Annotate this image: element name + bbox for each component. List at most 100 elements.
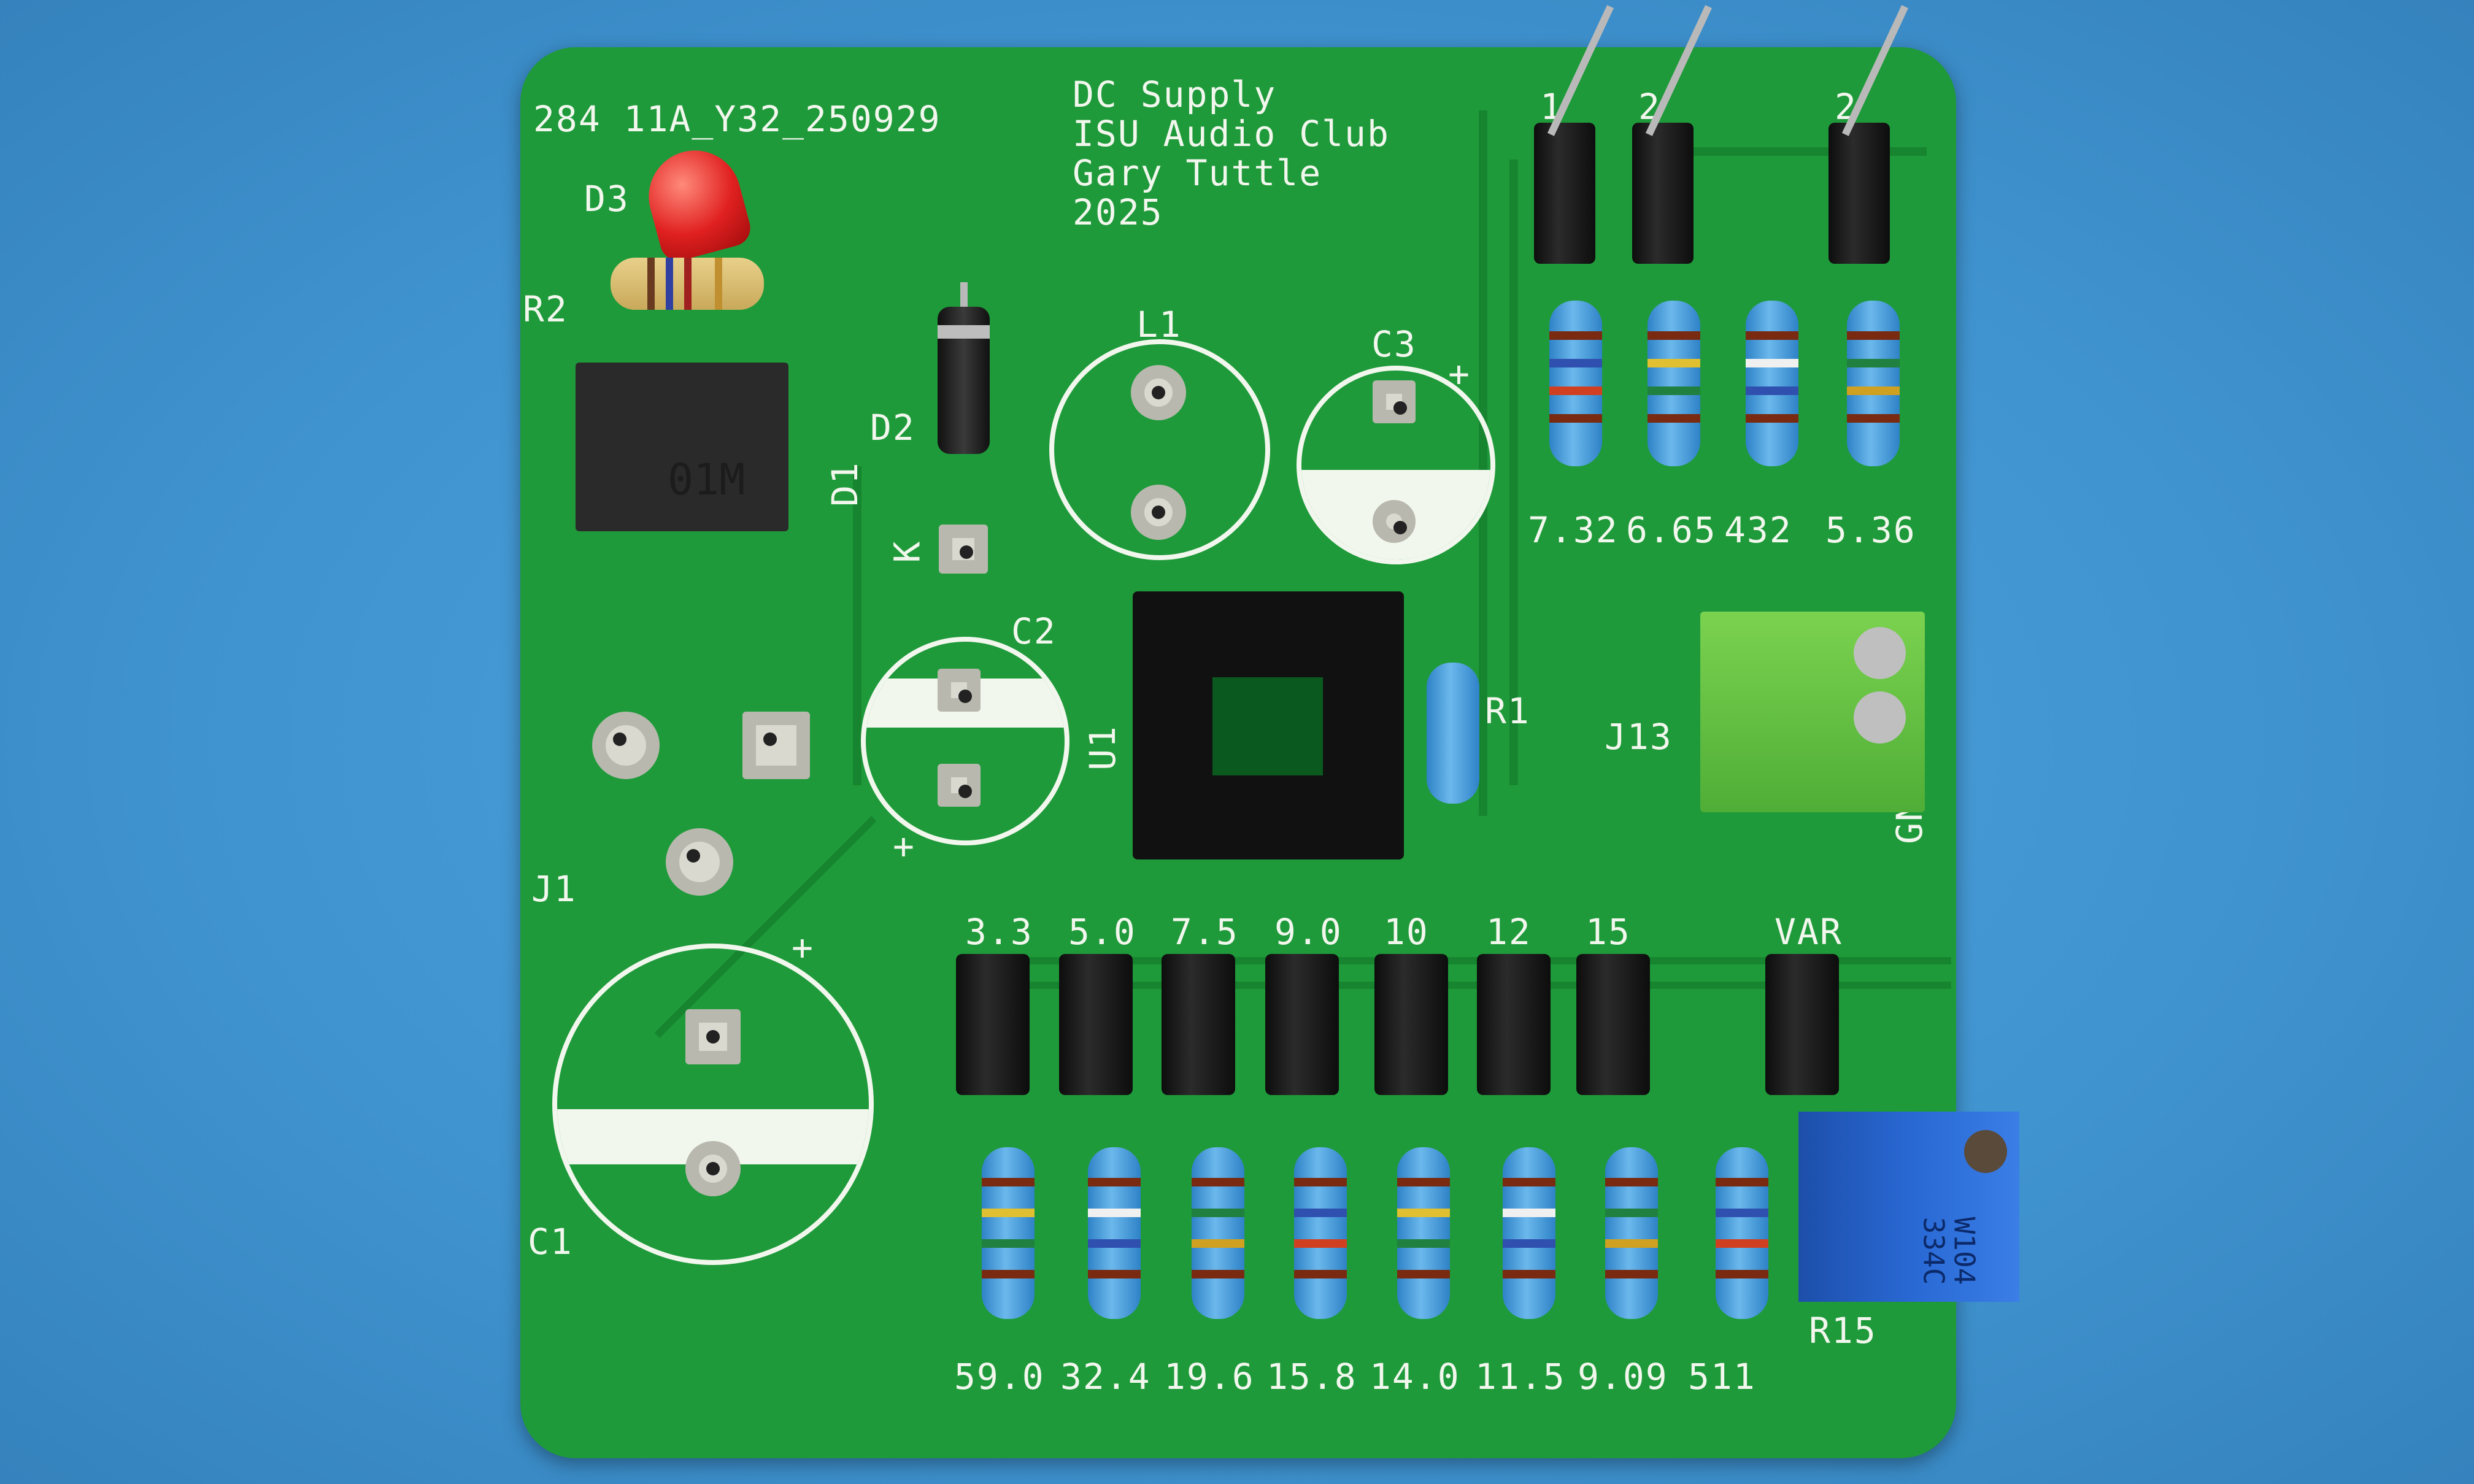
color-band: [982, 1270, 1035, 1278]
refdes-d3: D3: [584, 178, 630, 220]
color-band: [1397, 1209, 1450, 1217]
color-band: [1647, 414, 1700, 423]
c1-plus: +: [792, 926, 814, 968]
refdes-r15: R15: [1809, 1310, 1877, 1351]
color-band: [982, 1209, 1035, 1217]
c2-plus: +: [893, 825, 915, 867]
c1-pad: [685, 1141, 741, 1196]
resistor-value: 9.09: [1578, 1356, 1668, 1397]
color-band: [1847, 414, 1900, 423]
resistor-value: 32.4: [1060, 1356, 1151, 1397]
pin-header[interactable]: [1534, 123, 1595, 264]
c3-pad: [1373, 500, 1416, 543]
resistor: [1192, 1147, 1244, 1319]
resistor: [1397, 1147, 1450, 1319]
color-band: [1192, 1178, 1244, 1186]
refdes-d2: D2: [870, 407, 915, 448]
color-band: [1605, 1239, 1658, 1248]
color-band: [1847, 359, 1900, 367]
color-band: [1647, 386, 1700, 395]
resistor: [1088, 1147, 1141, 1319]
j1-pad: [666, 828, 733, 896]
color-band: [1549, 359, 1602, 367]
voltage-select-jumper[interactable]: [1765, 954, 1839, 1095]
color-band: [1503, 1178, 1555, 1186]
color-band: [1294, 1209, 1347, 1217]
voltage-label: 5.0: [1068, 911, 1136, 953]
resistor: [1647, 301, 1700, 466]
terminal-block-j13: [1700, 612, 1925, 812]
voltage-select-jumper[interactable]: [1374, 954, 1448, 1095]
trimmer-potentiometer-r15: W104 334C: [1798, 1112, 2019, 1302]
resistor: [1503, 1147, 1555, 1319]
color-band: [1192, 1209, 1244, 1217]
refdes-j13: J13: [1605, 716, 1673, 758]
color-band: [1397, 1239, 1450, 1248]
pot-marking: W104: [1948, 1217, 1981, 1285]
color-band: [1088, 1270, 1141, 1278]
voltage-label: 9.0: [1274, 911, 1343, 953]
color-band: [1549, 386, 1602, 395]
resistor-value: 19.6: [1164, 1356, 1255, 1397]
color-band: [1192, 1270, 1244, 1278]
pin-header[interactable]: [1829, 123, 1890, 264]
j1-pad: [742, 712, 810, 779]
voltage-label: 10: [1384, 911, 1429, 953]
color-band: [1847, 386, 1900, 395]
adjust-screw-icon[interactable]: [1964, 1130, 2007, 1173]
color-band: [1503, 1209, 1555, 1217]
voltage-select-jumper[interactable]: [1477, 954, 1551, 1095]
refdes-c3: C3: [1371, 323, 1417, 365]
color-band: [982, 1178, 1035, 1186]
c2-pad: [938, 764, 981, 807]
voltage-label: 7.5: [1171, 911, 1239, 953]
resistor-value: 14.0: [1370, 1356, 1460, 1397]
title-line: Gary Tuttle: [1073, 152, 1322, 194]
color-band: [1294, 1239, 1347, 1248]
c1-pad: [685, 1009, 741, 1064]
color-band: [1088, 1239, 1141, 1248]
refdes-c2: C2: [1011, 610, 1057, 652]
refdes-u1: U1: [1081, 725, 1123, 771]
title-block: DC Supply ISU Audio Club Gary Tuttle 202…: [1073, 77, 1390, 230]
voltage-label: 15: [1586, 911, 1631, 953]
c2-pad: [938, 669, 981, 712]
color-band: [1503, 1239, 1555, 1248]
refdes-r1: R1: [1485, 690, 1530, 732]
c2-outline: [861, 637, 1069, 845]
j1-pad: [592, 712, 660, 779]
trace: [1681, 147, 1927, 156]
color-band: [1605, 1178, 1658, 1186]
voltage-select-jumper[interactable]: [956, 954, 1030, 1095]
color-band: [1549, 331, 1602, 340]
color-band: [1716, 1270, 1768, 1278]
resistor-value: 6.65: [1626, 509, 1717, 551]
color-band: [1294, 1270, 1347, 1278]
refdes-d1: D1: [823, 461, 866, 507]
color-band: [1647, 331, 1700, 340]
l1-pad: [1131, 485, 1186, 540]
resistor-value: 511: [1688, 1356, 1756, 1397]
l1-outline: [1049, 339, 1270, 560]
resistor: [1549, 301, 1602, 466]
color-band: [1847, 331, 1900, 340]
voltage-label: VAR: [1775, 911, 1843, 953]
voltage-select-jumper[interactable]: [1059, 954, 1133, 1095]
voltage-select-jumper[interactable]: [1576, 954, 1650, 1095]
voltage-select-jumper[interactable]: [1265, 954, 1339, 1095]
refdes-j1: J1: [531, 868, 577, 910]
screw-icon: [1854, 627, 1906, 679]
l1-pad: [1131, 365, 1186, 420]
resistor-value: 11.5: [1475, 1356, 1566, 1397]
voltage-label: 12: [1486, 911, 1532, 953]
bridge-marking: 01M: [668, 455, 746, 505]
pin-header[interactable]: [1632, 123, 1694, 264]
ic-socket-u1: [1133, 591, 1404, 859]
resistor-r1: [1427, 663, 1479, 804]
color-band: [1192, 1239, 1244, 1248]
resistor-value: 7.32: [1528, 509, 1619, 551]
color-band: [1088, 1178, 1141, 1186]
refdes-l1: L1: [1136, 304, 1182, 345]
voltage-label: 3.3: [965, 911, 1033, 953]
voltage-select-jumper[interactable]: [1162, 954, 1235, 1095]
